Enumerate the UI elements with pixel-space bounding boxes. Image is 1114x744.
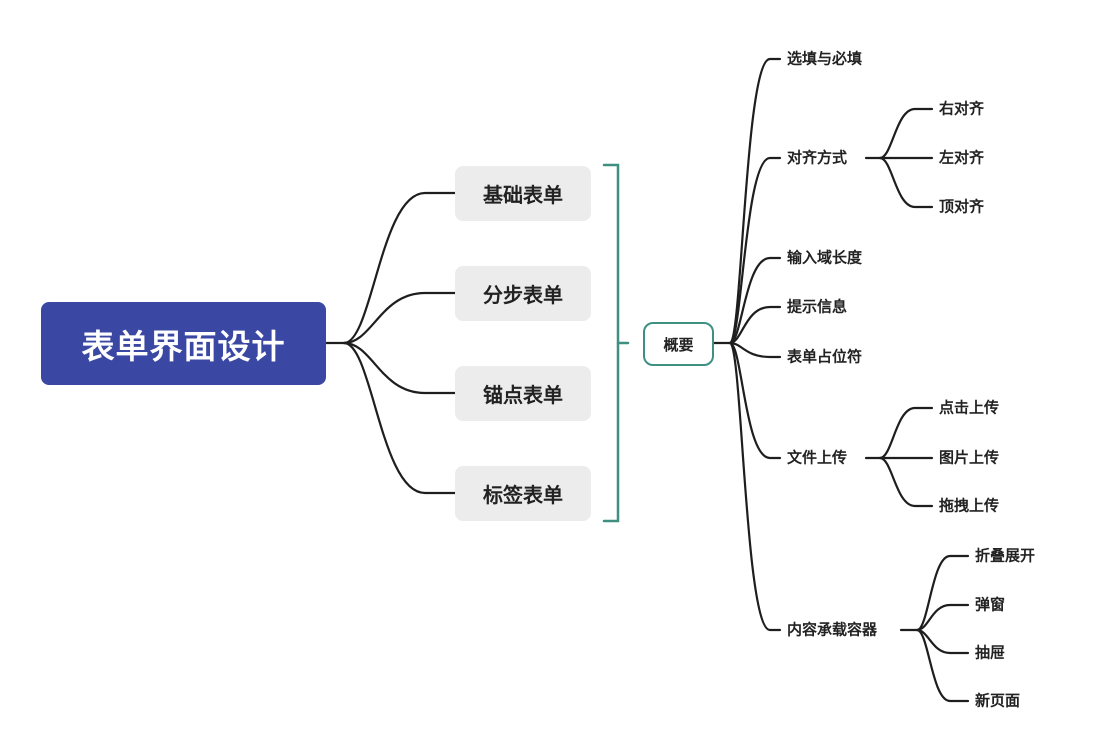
topic-content-container[interactable]: 内容承载容器 [787, 620, 878, 639]
topic-optional-required[interactable]: 选填与必填 [787, 49, 863, 68]
root-branch-1 [342, 291, 457, 345]
subtopic-drag-upload[interactable]: 拖拽上传 [939, 496, 1000, 515]
subtopic-new-page[interactable]: 新页面 [975, 691, 1021, 710]
container-branch-3 [915, 628, 970, 703]
subtopic-image-upload[interactable]: 图片上传 [939, 448, 1000, 467]
child-node-step-form[interactable]: 分步表单 [455, 266, 591, 321]
summary-node[interactable]: 概要 [643, 322, 714, 366]
topic-branch-2 [728, 256, 782, 345]
subtopic-modal[interactable]: 弹窗 [975, 595, 1006, 614]
topic-branch-0 [728, 57, 782, 345]
root-branch-2 [342, 341, 457, 395]
container-branch-1 [915, 603, 970, 632]
topic-input-length[interactable]: 输入域长度 [787, 248, 863, 267]
root-branch-0 [342, 191, 457, 345]
topic-branch-1 [728, 156, 782, 345]
root-branch-3 [342, 341, 457, 495]
subtopic-click-upload[interactable]: 点击上传 [939, 398, 1000, 417]
topic-placeholder[interactable]: 表单占位符 [787, 347, 863, 366]
upload-branch-2 [878, 456, 934, 508]
alignment-branch-2 [878, 156, 934, 209]
subtopic-align-right[interactable]: 右对齐 [939, 99, 985, 118]
child-node-tab-form[interactable]: 标签表单 [455, 466, 591, 521]
container-branch-0 [915, 554, 970, 632]
topic-branch-5 [728, 341, 782, 460]
subtopic-collapse-expand[interactable]: 折叠展开 [975, 546, 1036, 565]
root-node[interactable]: 表单界面设计 [41, 302, 326, 385]
topic-branch-4 [728, 341, 782, 359]
subtopic-align-left[interactable]: 左对齐 [939, 148, 985, 167]
child-node-basic-form[interactable]: 基础表单 [455, 166, 591, 221]
topic-hint-info[interactable]: 提示信息 [787, 297, 848, 316]
subtopic-drawer[interactable]: 抽屉 [975, 643, 1006, 662]
upload-branch-0 [878, 406, 934, 460]
topic-branch-6 [728, 341, 782, 632]
summary-bracket [602, 163, 620, 523]
topic-alignment[interactable]: 对齐方式 [787, 148, 848, 167]
subtopic-align-top[interactable]: 顶对齐 [939, 197, 985, 216]
alignment-branch-0 [878, 107, 934, 160]
topic-branch-3 [728, 305, 782, 345]
topic-file-upload[interactable]: 文件上传 [787, 448, 848, 467]
child-node-anchor-form[interactable]: 锚点表单 [455, 366, 591, 421]
